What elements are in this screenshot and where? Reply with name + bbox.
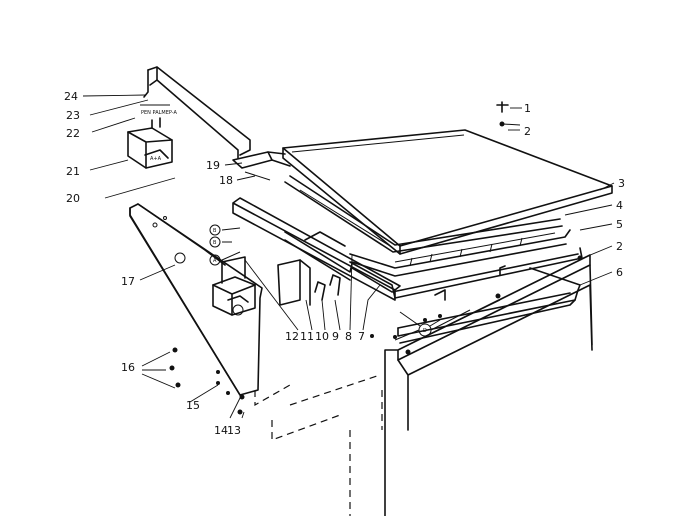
callout-13: 13 — [227, 424, 241, 437]
hidden-outline — [254, 330, 381, 441]
callout-14: 14 — [214, 424, 228, 437]
callout-3: 3 — [618, 177, 625, 190]
callout-17: 17 — [121, 275, 135, 288]
panel-bracket — [143, 66, 251, 159]
top-frame — [232, 197, 401, 301]
callout-2b: 2 — [616, 240, 623, 253]
callout-21: 21 — [66, 165, 80, 178]
callout-19: 19 — [206, 159, 220, 172]
marker-b2: B — [213, 240, 217, 246]
callout-8: 8 — [345, 330, 352, 343]
callout-1: 1 — [524, 102, 531, 115]
lower-rim — [397, 265, 581, 344]
callout-numbers: 1 2 3 4 5 2 6 7 8 9 10 11 12 13 14 15 16… — [64, 90, 625, 437]
cabinet — [349, 254, 593, 516]
circle-markers: B B A D — [209, 224, 501, 341]
marker-a: A — [213, 258, 217, 264]
rim-frame — [349, 247, 583, 299]
marker-d: D — [423, 328, 427, 334]
timer-switch: A+A — [127, 117, 173, 169]
callout-16: 16 — [121, 361, 135, 374]
callout-11: 11 — [300, 330, 314, 343]
screws — [169, 101, 583, 415]
callout-23: 23 — [66, 109, 80, 122]
callout-7: 7 — [358, 330, 365, 343]
callout-4: 4 — [616, 199, 623, 212]
control-plate: PEN PALMEP-A — [140, 104, 177, 116]
plate-label: PEN PALMEP-A — [141, 110, 177, 116]
console-back-panel — [129, 203, 263, 396]
callout-6: 6 — [616, 266, 623, 279]
control-block — [212, 256, 256, 316]
marker-b1: B — [213, 228, 217, 234]
callout-15: 15 — [186, 399, 200, 412]
callout-12: 12 — [285, 330, 299, 343]
callout-22: 22 — [66, 127, 80, 140]
callout-18: 18 — [219, 174, 233, 187]
switch-label: A+A — [150, 156, 162, 162]
callout-5: 5 — [616, 218, 623, 231]
callout-10: 10 — [315, 330, 329, 343]
hose-loop — [232, 151, 291, 181]
top-cover — [282, 129, 613, 255]
mounting-brackets — [277, 259, 341, 306]
callout-2a: 2 — [524, 125, 531, 138]
leader-lines — [82, 94, 615, 419]
callout-9: 9 — [332, 330, 339, 343]
callout-20: 20 — [66, 192, 80, 205]
callout-24: 24 — [64, 90, 78, 103]
